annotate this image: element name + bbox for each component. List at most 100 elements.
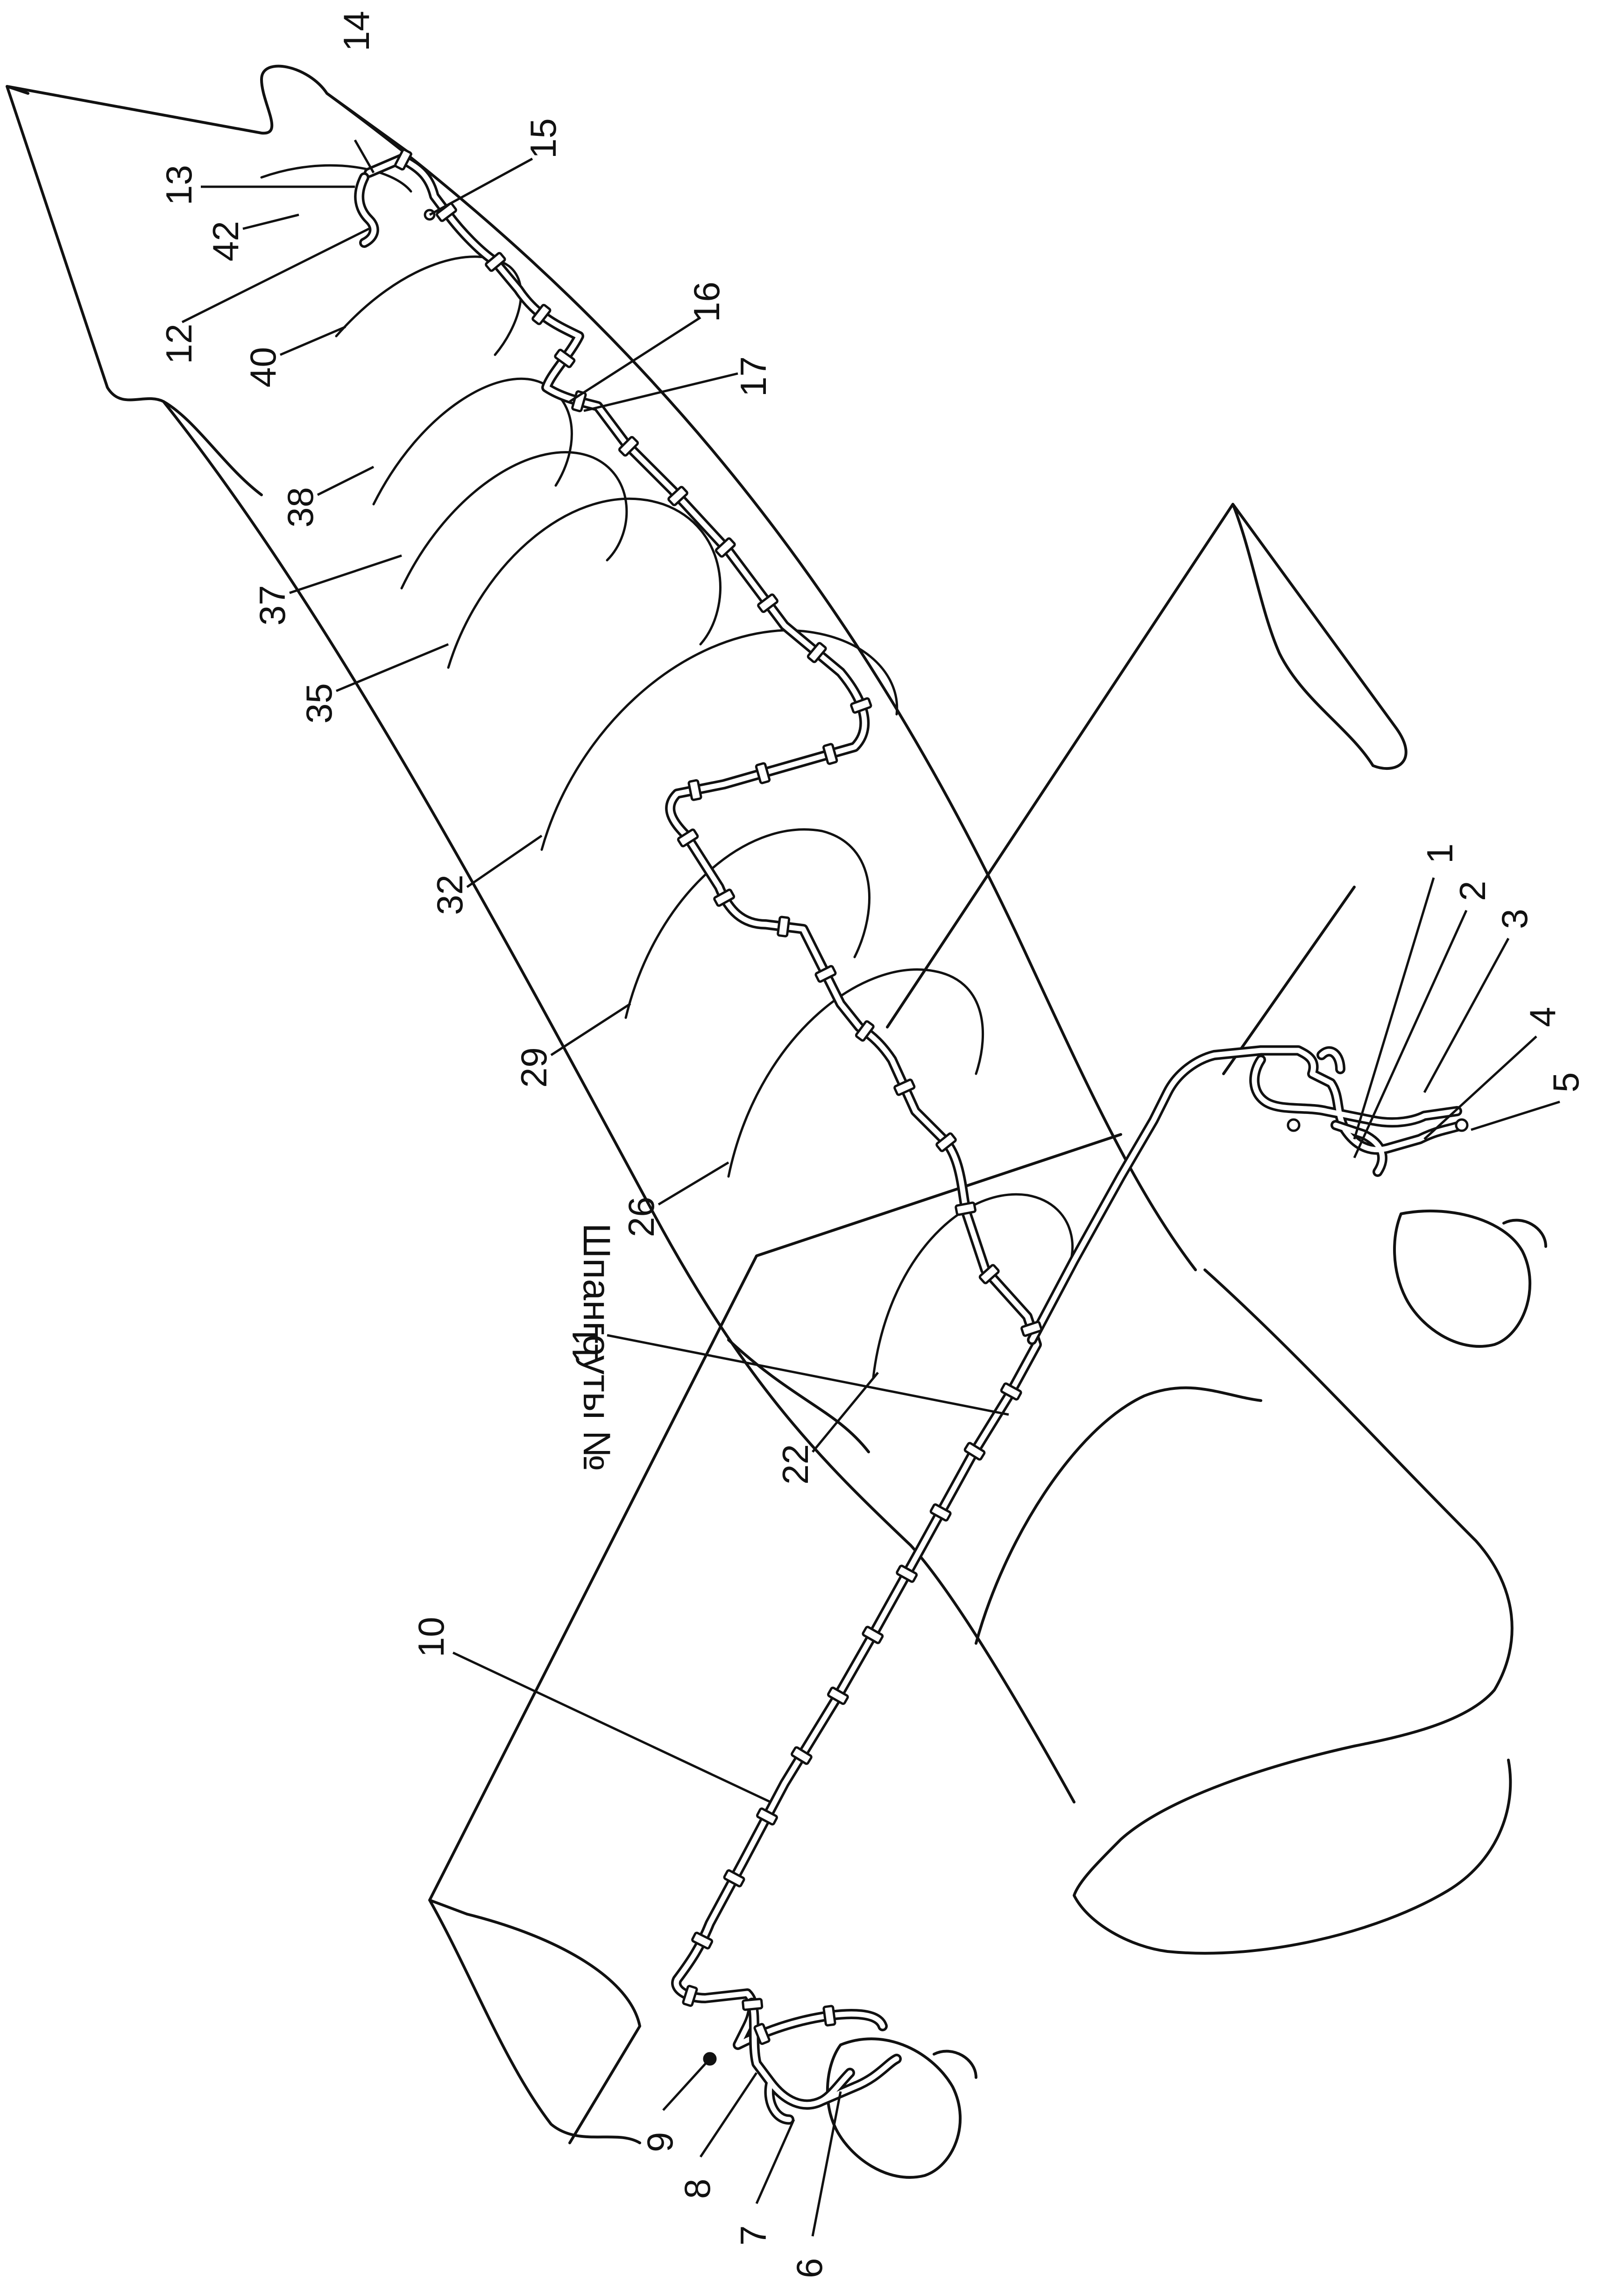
frame-label-32: 32 [429,874,470,915]
frame-42 [260,164,412,193]
callout-16: 16 [686,282,727,322]
callout-4: 4 [1522,1007,1563,1027]
leader-frame-35 [336,643,449,692]
leader-7 [755,2119,795,2204]
pipe-coupling [713,888,736,907]
leader-8 [699,2072,758,2158]
frame-label-38: 38 [280,487,321,528]
callout-12: 12 [158,324,199,364]
pipe-coupling [1000,1382,1022,1401]
main-wing [428,1133,1122,2144]
pipe-coupling [753,2023,771,2045]
leader-2 [1353,909,1468,1159]
callout-5: 5 [1545,1072,1586,1092]
pipe-coupling [394,148,412,171]
frames-caption: Шпангоуты № [575,1223,618,1471]
leader-frame-37 [289,554,402,594]
leader-6 [811,2091,842,2237]
pipe-coupling [827,1686,849,1705]
pipe-coupling [618,436,639,457]
leader-frame-40 [280,325,346,356]
leader-1 [1353,877,1435,1140]
frame-35 [447,498,722,669]
front-wing [428,1899,641,2144]
fuselage-top [325,92,1197,1271]
pipeline [354,154,1467,2125]
pipe-coupling [742,1998,764,2011]
part-callouts: 1 2 3 4 5 6 7 8 9 10 11 12 13 14 15 16 1… [158,11,1586,2278]
leader-frame-22 [812,1372,879,1453]
pipe-coupling [893,1078,916,1096]
callout-6: 6 [789,2258,830,2278]
frame-label-26: 26 [621,1197,662,1237]
leader-frame-38 [317,465,375,496]
leader-9 [662,2058,711,2111]
frame-label-35: 35 [298,683,340,724]
pipe-coupling [955,1201,976,1216]
pipe-coupling [896,1564,918,1583]
pipe-coupling [822,743,838,765]
pipe-coupling [687,779,702,801]
pipe-coupling [485,252,506,272]
pipe-coupling [862,1626,884,1644]
rear-pod [1393,1209,1547,1348]
leader-5 [1471,1100,1560,1131]
frame-label-22: 22 [775,1444,816,1485]
frame-callouts: 42 40 38 37 35 32 29 26 22 [205,221,816,1485]
pipe-coupling [571,390,587,413]
frame-32 [540,629,899,851]
leader-4 [1423,1035,1537,1140]
tailplane [886,503,1408,1075]
leader-17 [583,372,738,412]
pipe-coupling [677,828,699,847]
pipe-coupling [855,1020,875,1042]
frame-37 [400,451,628,590]
frame-29 [624,828,871,1019]
pipe-coupling [963,1442,986,1461]
pipe-coupling [822,2005,836,2027]
pipe-couplings [394,148,1043,2045]
pipe-coupling [935,1132,957,1152]
leader-frame-42 [242,213,299,230]
callout-3: 3 [1494,909,1535,929]
callout-1: 1 [1419,844,1460,864]
frame-40 [335,255,523,356]
callout-9: 9 [639,2132,680,2152]
frame-label-37: 37 [252,585,293,626]
pipe-coupling [929,1503,952,1522]
frame-26 [727,968,984,1178]
leader-lines [181,139,1560,2237]
pipe-coupling [777,916,791,937]
frame-label-40: 40 [242,347,283,387]
callout-14: 14 [336,11,377,51]
pipe-coupling [715,537,736,558]
fuselage-frames [260,164,1074,1379]
aircraft-outline [6,64,1547,2179]
leader-10 [452,1651,771,1803]
callout-11: 11 [565,1325,606,1363]
fitting-2 [1287,1118,1301,1132]
tail-fin [6,64,412,496]
front-pod [826,2037,977,2179]
frame-label-29: 29 [513,1047,554,1088]
pipe-coupling [756,1807,778,1826]
callout-8: 8 [677,2179,718,2199]
leader-12 [181,227,370,324]
callout-7: 7 [733,2226,774,2246]
leader-11 [607,1334,1009,1416]
frame-38 [372,377,573,506]
callout-17: 17 [733,356,774,397]
pipe-coupling [978,1264,1000,1284]
fitting-5 [1455,1118,1469,1132]
pipe-coupling [554,348,576,368]
leader-16 [569,316,701,403]
pipe-coupling [757,593,778,613]
pipe-coupling [667,486,688,507]
pipe-coupling [691,1931,714,1950]
engine-nacelle [909,1268,1514,1955]
pipe-coupling [436,202,457,222]
callout-10: 10 [410,1617,452,1657]
leader-frame-26 [658,1161,729,1206]
pipe-coupling [755,762,771,784]
